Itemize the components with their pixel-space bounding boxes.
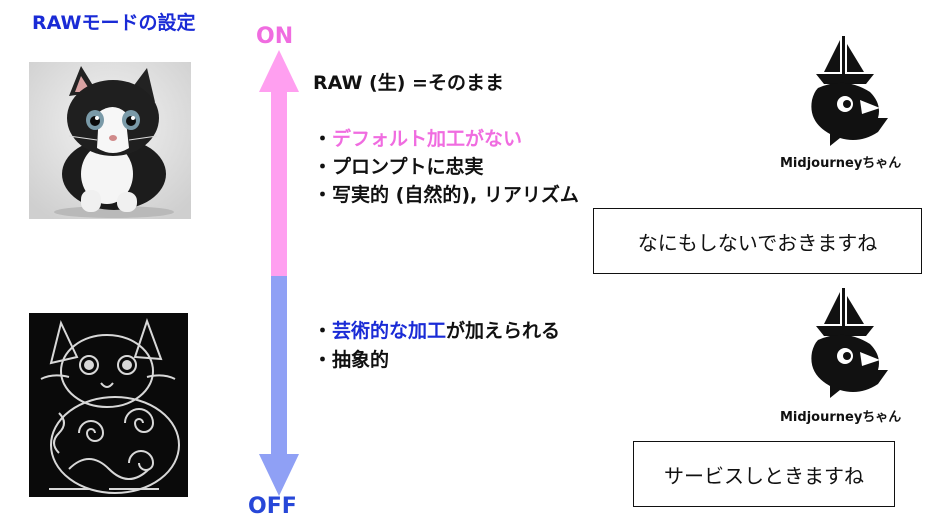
realistic-kitten-image <box>29 62 191 219</box>
bullet-rest: 写実的 (自然的), リアリズム <box>332 184 579 206</box>
bullet-highlight: デフォルト加工がない <box>332 128 523 150</box>
on-bullet-3: ・写実的 (自然的), リアリズム <box>313 180 579 207</box>
page-title: RAWモードの設定 <box>32 12 196 34</box>
bullet-rest: が加えられる <box>446 320 561 342</box>
character-name-on: Midjourneyちゃん <box>780 156 902 171</box>
on-bullet-2: ・プロンプトに忠実 <box>313 152 483 179</box>
bullet-mark: ・ <box>313 320 333 342</box>
bullet-rest: プロンプトに忠実 <box>332 156 484 178</box>
speech-box-off: サービスしときますね <box>633 441 895 507</box>
sailboat-bird-icon <box>811 36 888 146</box>
on-bullet-1: ・デフォルト加工がない <box>313 124 522 151</box>
arrow-off-part <box>259 276 299 496</box>
off-bullet-1: ・芸術的な加工が加えられる <box>313 316 560 343</box>
on-off-arrow <box>259 50 299 496</box>
bullet-mark: ・ <box>313 128 333 150</box>
raw-heading: RAW (生) =そのまま <box>313 72 504 94</box>
bullet-mark: ・ <box>313 156 333 178</box>
on-label: ON <box>256 24 294 49</box>
bullet-mark: ・ <box>313 184 333 206</box>
bullet-highlight: 芸術的な加工 <box>332 320 447 342</box>
arrow-on-part <box>259 50 299 276</box>
off-bullet-2: ・抽象的 <box>313 345 389 372</box>
bullet-rest: 抽象的 <box>332 349 390 371</box>
artistic-cat-image <box>29 313 188 497</box>
speech-box-on: なにもしないでおきますね <box>593 208 922 274</box>
bullet-mark: ・ <box>313 349 333 371</box>
sailboat-bird-icon <box>811 288 888 398</box>
off-label: OFF <box>248 494 297 519</box>
character-name-off: Midjourneyちゃん <box>780 410 902 425</box>
